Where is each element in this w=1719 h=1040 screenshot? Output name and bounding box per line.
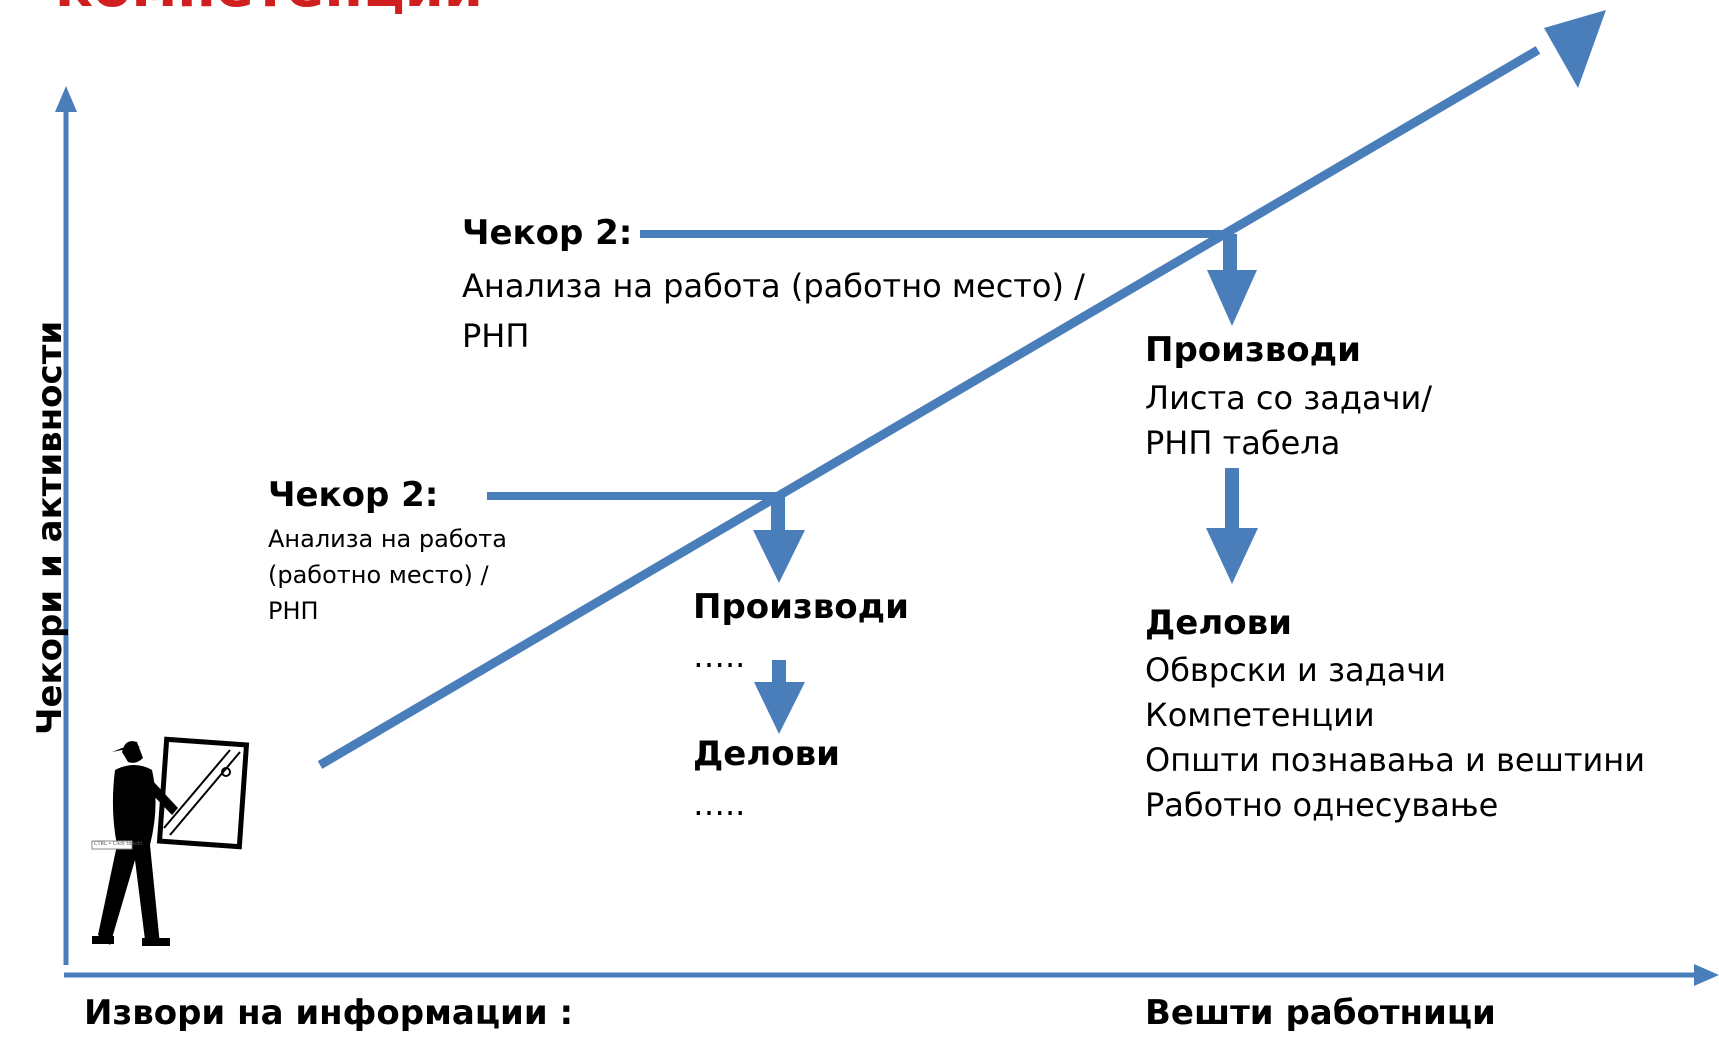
figure-edit-label: CTRL • Click to edit [94,841,143,847]
lower-step-line1: Анализа на работа [268,525,507,553]
right-down-arrow [1206,468,1258,584]
upper-connector-arrow [640,230,1257,326]
x-axis-right-label: Вешти работници [1145,993,1496,1033]
upper-step-line2: РНП [462,317,530,355]
middle-products-heading: Производи [693,587,909,627]
right-products-line2: РНП табела [1145,424,1341,462]
right-products-heading: Производи [1145,330,1361,370]
middle-parts-text: ….. [693,785,746,823]
middle-parts-heading: Делови [693,734,840,774]
lower-step-line2: (работно место) / [268,561,489,589]
x-axis-left-label: Извори на информации : [84,993,574,1033]
right-parts-item: Работно однесување [1145,786,1499,824]
right-parts-heading: Делови [1145,603,1292,643]
right-parts-item: Обврски и задачи [1145,651,1447,689]
upper-step-heading: Чекор 2: [462,213,633,253]
lower-step-line3: РНП [268,597,319,625]
main-progress-arrow [317,10,1606,769]
right-parts-item: Компетенции [1145,696,1375,734]
slide-title: компетенции [55,0,483,16]
y-axis [55,86,77,965]
x-axis [64,964,1719,986]
middle-down-arrow [754,660,805,734]
lower-step-heading: Чекор 2: [268,475,439,515]
right-parts-item: Општи познавања и вештини [1145,741,1645,779]
worker-window-icon [91,736,250,946]
right-products-line1: Листа со задачи/ [1145,379,1433,417]
upper-step-line1: Анализа на работа (работно место) / [462,267,1085,305]
middle-products-text: ….. [693,637,746,675]
lower-connector-arrow [487,492,805,583]
y-axis-label: Чекори и активности [30,320,70,735]
